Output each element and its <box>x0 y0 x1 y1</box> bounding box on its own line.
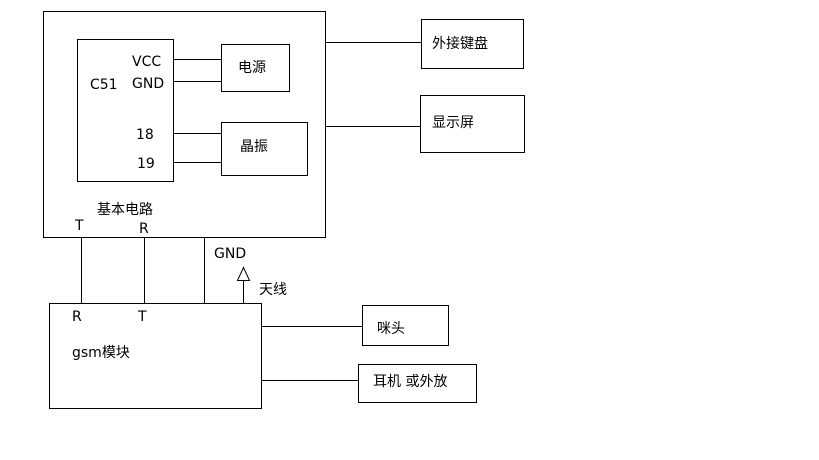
keyboard-label: 外接键盘 <box>432 35 488 52</box>
base-circuit-label: 基本电路 <box>97 201 153 218</box>
gsm-r-label: R <box>72 309 82 325</box>
antenna-icon <box>236 266 251 281</box>
speaker-label: 耳机 或外放 <box>373 374 447 390</box>
gnd-label: GND <box>214 246 246 262</box>
display-label: 显示屏 <box>432 115 474 131</box>
power-box <box>221 44 290 92</box>
crystal-label: 晶振 <box>240 139 268 155</box>
c51-label: C51 <box>90 77 118 93</box>
gsm-module-label: gsm模块 <box>72 345 130 361</box>
vcc-label: VCC <box>132 54 161 70</box>
power-label: 电源 <box>238 60 266 76</box>
gnd-pin-label: GND <box>132 76 164 92</box>
base-t-label: T <box>74 218 84 234</box>
speaker-box <box>358 364 477 403</box>
antenna-label: 天线 <box>259 282 287 298</box>
pin19-label: 19 <box>137 156 155 172</box>
mic-label: 咪头 <box>377 321 405 337</box>
gsm-t-label: T <box>137 309 147 325</box>
display-box <box>420 95 525 153</box>
mic-box <box>362 305 449 346</box>
c51-chip-box <box>77 39 174 182</box>
gsm-module-box <box>49 303 262 409</box>
base-r-label: R <box>139 221 149 237</box>
crystal-box <box>221 122 308 176</box>
keyboard-box <box>421 19 524 69</box>
pin18-label: 18 <box>136 127 154 143</box>
